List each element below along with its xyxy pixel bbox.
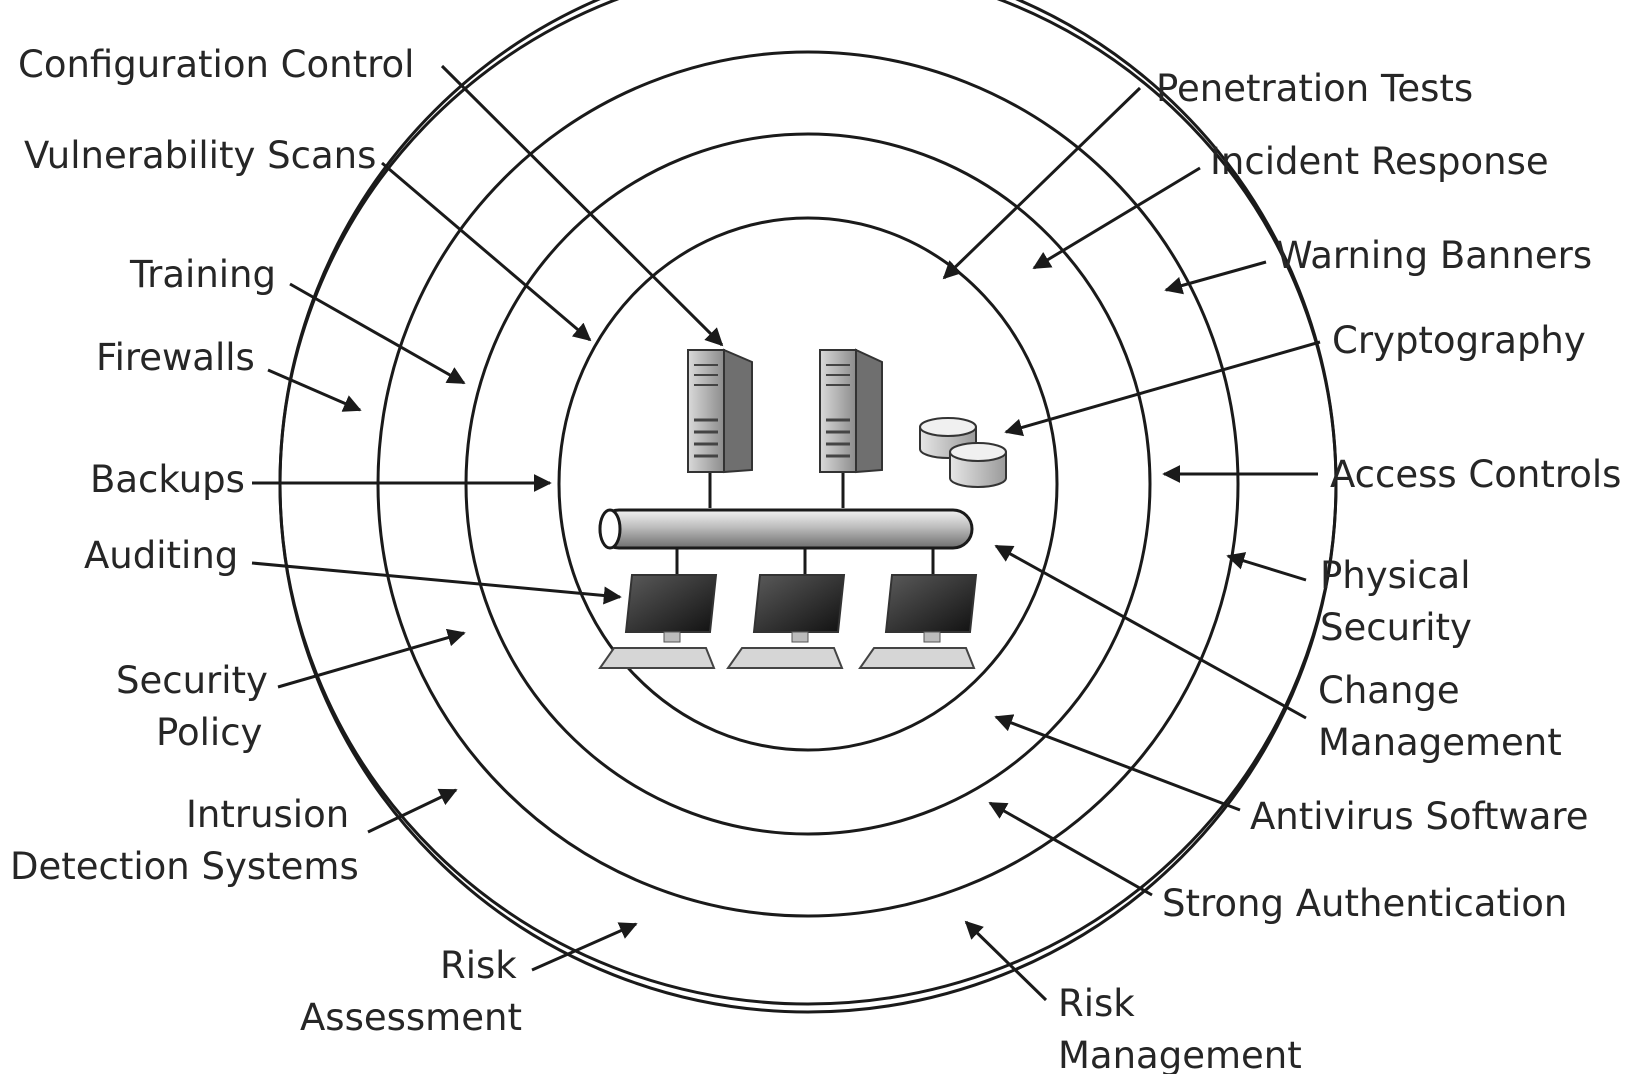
arrow-incident-response — [1032, 166, 1201, 270]
arrow-cryptography — [1004, 340, 1321, 437]
arrow-vulnerability-scans — [381, 161, 592, 342]
arrow-firewalls — [267, 368, 362, 412]
arrow-configuration-control — [440, 64, 724, 347]
labels-left: Configuration Control Vulnerability Scan… — [10, 43, 522, 1039]
workstation-icon — [726, 574, 846, 669]
label-access-controls: Access Controls — [1330, 453, 1621, 496]
label-change-management-line1: Change — [1318, 669, 1460, 712]
concentric-rings — [278, 0, 1338, 1014]
label-physical-security-line1: Physical — [1320, 554, 1471, 597]
network-bus-icon — [598, 508, 974, 550]
arrow-antivirus-software — [994, 714, 1241, 812]
label-strong-authentication: Strong Authentication — [1162, 882, 1567, 925]
arrow-change-management — [994, 544, 1307, 720]
arrow-security-policy — [277, 628, 466, 689]
server-icon — [687, 348, 753, 474]
database-icon — [949, 442, 1007, 488]
label-change-management-line2: Management — [1318, 721, 1562, 764]
label-training: Training — [129, 253, 276, 296]
ring-2 — [464, 132, 1152, 836]
arrow-risk-management — [964, 920, 1048, 1002]
label-firewalls: Firewalls — [96, 336, 255, 379]
arrow-penetration-tests — [942, 86, 1142, 280]
label-risk-management-line1: Risk — [1058, 982, 1135, 1025]
label-warning-banners: Warning Banners — [1276, 234, 1592, 277]
label-intrusion-detection-line1: Intrusion — [186, 793, 349, 836]
label-risk-management-line2: Management — [1058, 1034, 1302, 1074]
label-auditing: Auditing — [84, 534, 238, 577]
arrow-physical-security — [1226, 552, 1307, 582]
ring-outer — [278, 0, 1338, 1014]
label-physical-security-line2: Security — [1320, 606, 1472, 649]
label-penetration-tests: Penetration Tests — [1156, 67, 1473, 110]
label-risk-assessment-line1: Risk — [440, 944, 517, 987]
label-backups: Backups — [90, 458, 245, 501]
ring-1 — [557, 216, 1059, 752]
arrow-strong-authentication — [988, 801, 1153, 897]
workstation-icon — [598, 574, 718, 669]
arrow-intrusion-detection — [367, 788, 458, 834]
label-risk-assessment-line2: Assessment — [300, 996, 522, 1039]
arrow-risk-assessment — [531, 922, 638, 972]
label-cryptography: Cryptography — [1332, 319, 1586, 362]
label-security-policy-line2: Policy — [156, 711, 262, 754]
arrow-auditing — [251, 561, 622, 605]
label-vulnerability-scans: Vulnerability Scans — [24, 134, 376, 177]
arrow-warning-banners — [1164, 260, 1267, 295]
workstation-icon — [858, 574, 978, 669]
label-antivirus-software: Antivirus Software — [1250, 795, 1589, 838]
arrow-training — [289, 282, 466, 385]
ring-4 — [278, 0, 1338, 1006]
leader-arrows — [251, 64, 1321, 1002]
server-icon — [819, 348, 883, 474]
label-configuration-control: Configuration Control — [18, 43, 414, 86]
label-security-policy-line1: Security — [116, 659, 268, 702]
labels-right: Penetration Tests Incident Response Warn… — [1058, 67, 1621, 1077]
label-intrusion-detection-line2: Detection Systems — [10, 845, 359, 888]
label-incident-response: Incident Response — [1210, 140, 1549, 183]
network-cluster — [598, 348, 1007, 669]
